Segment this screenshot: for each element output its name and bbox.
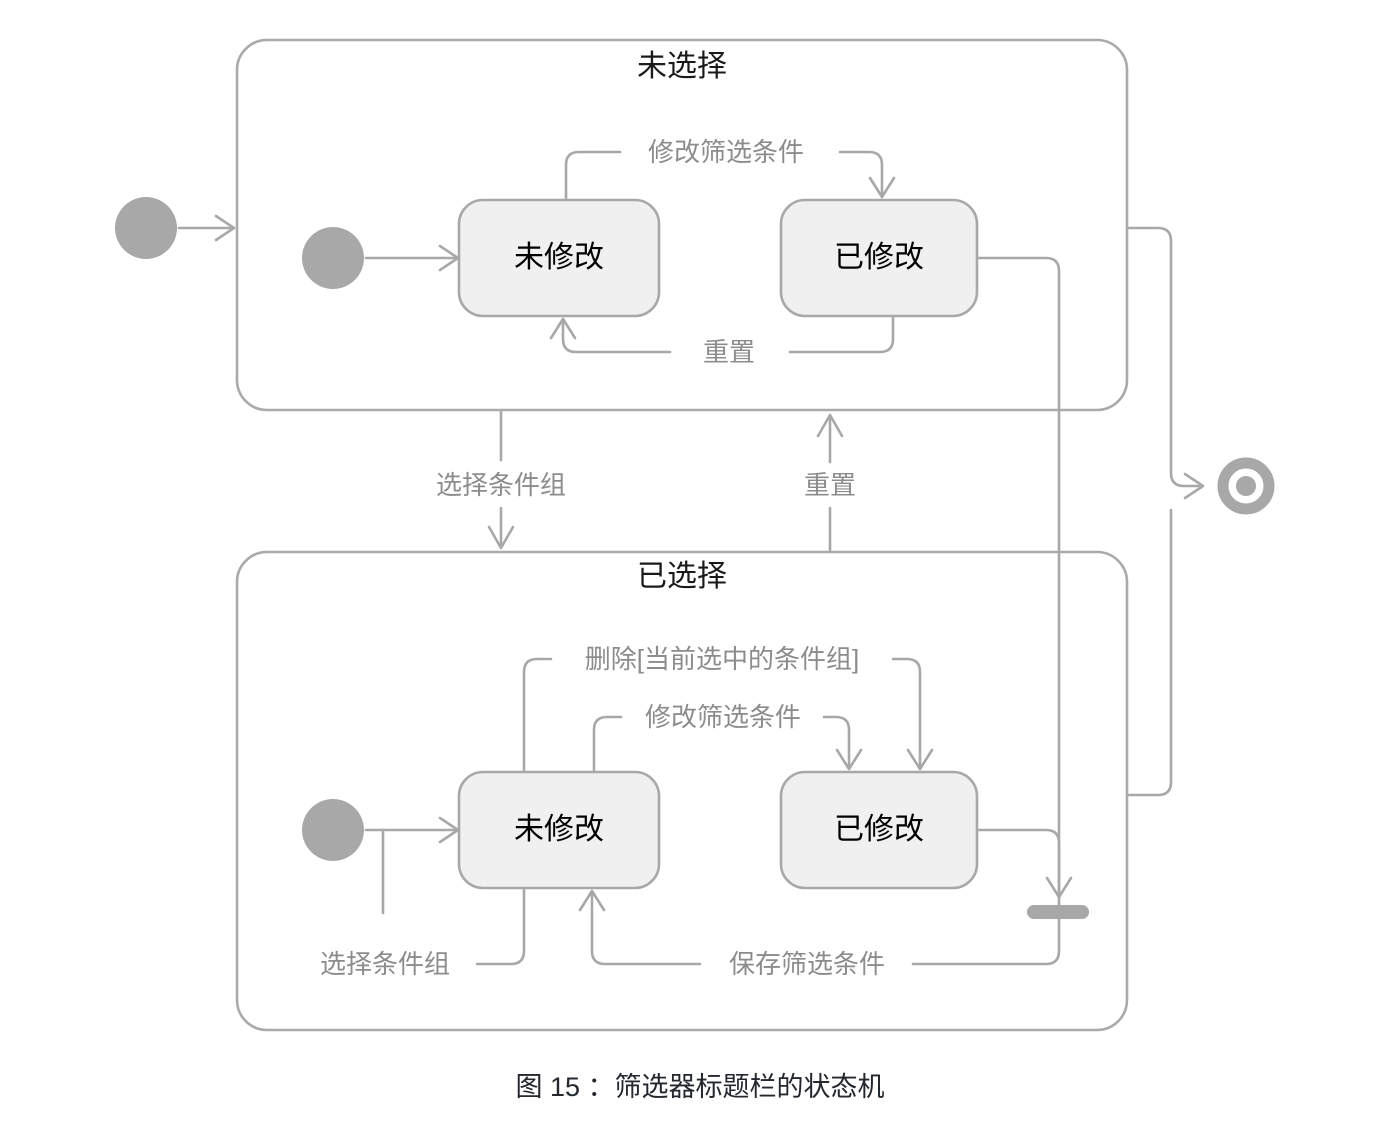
arrow-head-save: [578, 889, 606, 912]
state-label-selected-unmodified: 未修改: [514, 813, 604, 846]
edge-label-cross-select-group: 选择条件组: [436, 470, 566, 500]
final-state-dot: [1236, 476, 1256, 496]
edge-reset-top-right: [788, 316, 895, 354]
arrow-head-final: [1183, 472, 1205, 500]
state-label-unselected-modified: 已修改: [834, 241, 924, 274]
initial-state-node-unselected: [302, 227, 364, 289]
composite-title-unselected: 未选择: [637, 50, 727, 83]
edge-label-delete: 删除[当前选中的条件组]: [585, 644, 859, 674]
figure-caption: 图 15 ：筛选器标题栏的状态机: [515, 1072, 884, 1102]
edge-label-select-group-self: 选择条件组: [320, 949, 450, 979]
edge-lower-composite-right-route: [1125, 508, 1173, 797]
composite-state-selected: [235, 550, 1129, 1032]
arrow-head-join: [1045, 876, 1073, 899]
edge-modify-top-right: [838, 150, 884, 198]
edge-label-modify-bottom: 修改筛选条件: [645, 702, 801, 732]
edge-modify-bottom-left: [592, 715, 623, 772]
arrow-head-start: [214, 214, 236, 242]
edge-label-modify-top: 修改筛选条件: [648, 137, 804, 167]
edge-select-group-self-right: [475, 888, 526, 966]
arrow-head-modify-bottom: [835, 748, 863, 771]
arrow-head-cross-select-group: [487, 525, 515, 550]
edge-reset-top-left: [561, 318, 672, 354]
edge-label-cross-reset: 重置: [804, 470, 856, 500]
arrow-head-cross-reset: [816, 413, 844, 438]
arrow-head-modify-top: [868, 176, 896, 199]
arrow-head-delete: [906, 748, 934, 771]
edge-modify-top-left: [564, 150, 622, 200]
state-unselected-unmodified[interactable]: [457, 198, 661, 318]
edge-delete-left: [522, 657, 553, 772]
edge-modified-top-to-join: [976, 256, 1061, 897]
join-bar-node: [1027, 905, 1089, 919]
arrow-head-reset-top: [549, 317, 577, 340]
composite-title-selected: 已选择: [637, 560, 727, 593]
composite-state-unselected: [235, 38, 1129, 412]
state-selected-unmodified[interactable]: [457, 770, 661, 890]
state-label-unselected-unmodified: 未修改: [514, 241, 604, 274]
edge-modify-bottom-right: [822, 715, 851, 770]
edge-exit-to-final: [1125, 226, 1202, 488]
start-node: [115, 197, 177, 259]
edge-label-save: 保存筛选条件: [729, 949, 885, 979]
edge-label-reset-top: 重置: [703, 337, 755, 367]
edge-save-left: [590, 890, 702, 966]
state-label-selected-modified: 已修改: [834, 813, 924, 846]
edge-delete-right: [891, 657, 922, 770]
initial-state-node-selected: [302, 799, 364, 861]
final-state-ring: [1217, 457, 1275, 515]
